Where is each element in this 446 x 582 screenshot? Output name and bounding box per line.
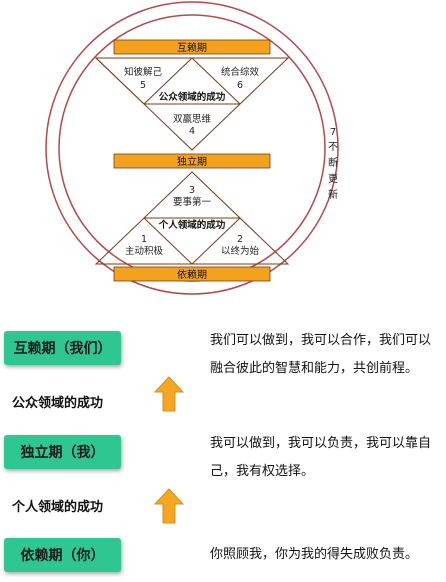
private-success-label: 个人领域的成功 xyxy=(158,219,226,231)
inner-ring xyxy=(58,14,326,282)
private-base-right xyxy=(191,217,241,265)
habit7-char: 更 xyxy=(328,173,338,185)
habit5-label: 知彼解己 xyxy=(124,66,163,78)
habit2-label: 以终为始 xyxy=(221,245,260,257)
top-bar-label: 互赖期 xyxy=(177,42,207,54)
private-success-caption: 个人领域的成功 xyxy=(12,500,104,515)
bottom-bar-label: 依赖期 xyxy=(177,268,207,281)
habit7-char: 不 xyxy=(328,142,338,153)
dependence-description: 你照顾我，你为我的得失成败负责。 xyxy=(210,547,419,562)
habit1-num: 1 xyxy=(141,234,147,245)
habit5-num: 5 xyxy=(140,80,146,91)
middle-bar xyxy=(113,153,271,169)
independence-description: 我可以做到，我可以负责，我可以靠自己，我有权选择。 xyxy=(210,436,432,479)
habit4-num: 4 xyxy=(189,126,195,137)
top-bar xyxy=(113,39,271,55)
up-arrow-icon xyxy=(154,488,184,524)
habit4-label: 双赢思维 xyxy=(173,113,212,125)
seven-habits-diagram: 互赖期 知彼解己 5 统合综效 6 公众领域的成功 双赢思维 4 独立期 3 要… xyxy=(45,1,339,295)
habit6-label: 统合综效 xyxy=(221,66,260,78)
habit3-label: 要事第一 xyxy=(173,196,212,208)
public-success-label: 公众领域的成功 xyxy=(159,91,226,103)
habit6-num: 6 xyxy=(237,80,243,91)
private-base-left xyxy=(143,217,193,265)
public-success-caption: 公众领域的成功 xyxy=(12,396,104,411)
independence-button: 独立期（我） xyxy=(4,435,121,469)
dependence-button: 依赖期（你） xyxy=(4,538,121,572)
habit7-char: 断 xyxy=(328,156,338,169)
habit7-char: 新 xyxy=(328,188,338,201)
interdependence-button: 互赖期（我们） xyxy=(4,331,121,365)
public-apex-right xyxy=(191,57,241,105)
public-left-edge xyxy=(95,57,145,105)
bottom-bar xyxy=(113,266,271,282)
up-arrow-icon xyxy=(154,376,184,412)
habit2-num: 2 xyxy=(237,234,243,245)
public-apex-left xyxy=(143,57,193,105)
habit1-label: 主动积极 xyxy=(125,245,164,257)
habit3-num: 3 xyxy=(189,185,195,196)
interdependence-description: 我们可以做到，我可以合作，我们可以融合彼此的智慧和能力，共创前程。 xyxy=(210,333,432,376)
habit7-num: 7 xyxy=(330,127,336,138)
middle-bar-label: 独立期 xyxy=(177,155,207,168)
outer-ring xyxy=(45,1,339,295)
